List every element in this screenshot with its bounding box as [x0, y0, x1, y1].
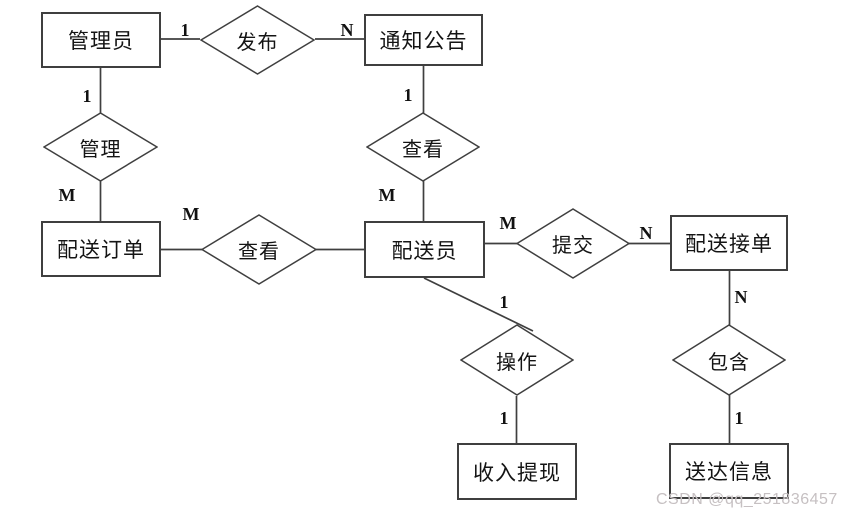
cardinality-label: 1	[180, 20, 190, 40]
entity-delivery-order: 配送订单	[41, 221, 161, 277]
relation-label: 管理	[79, 138, 122, 161]
cardinality-label: N	[340, 20, 354, 40]
cardinality-label: 1	[734, 408, 744, 428]
entity-courier: 配送员	[364, 221, 485, 278]
relation-view-order: 查看	[201, 214, 317, 285]
csdn-watermark: CSDN @qq_251836457	[656, 491, 838, 508]
diamond-shape	[201, 214, 317, 285]
cardinality-label: M	[58, 185, 76, 205]
cardinality-label: N	[734, 287, 748, 307]
relation-label: 操作	[496, 351, 538, 374]
cardinality-label: 1	[82, 86, 92, 106]
entity-notice: 通知公告	[364, 14, 483, 66]
cardinality-label: 1	[403, 85, 413, 105]
diamond-shape	[460, 324, 574, 396]
relation-label: 包含	[708, 351, 750, 374]
relation-submit: 提交	[516, 208, 630, 279]
cardinality-label: N	[639, 223, 653, 243]
diamond-shape	[516, 208, 630, 279]
relation-manage: 管理	[43, 112, 158, 182]
relation-operate: 操作	[460, 324, 574, 396]
diamond-shape	[200, 5, 315, 75]
relation-label: 提交	[552, 235, 594, 257]
relation-label: 查看	[238, 241, 280, 263]
cardinality-label: M	[499, 213, 517, 233]
relation-label: 发布	[236, 31, 279, 54]
cardinality-label: 1	[499, 408, 509, 428]
cardinality-label: M	[378, 185, 396, 205]
cardinality-label: M	[182, 204, 200, 224]
cardinality-label: 1	[499, 292, 509, 312]
entity-delivery-info: 送达信息	[669, 443, 789, 499]
relation-view-notice: 查看	[366, 112, 480, 182]
relation-label: 查看	[402, 138, 444, 161]
entity-income-withdraw: 收入提现	[457, 443, 577, 500]
entity-delivery-accept: 配送接单	[670, 215, 788, 271]
relation-publish: 发布	[200, 5, 315, 75]
relation-contain: 包含	[672, 324, 786, 396]
entity-admin: 管理员	[41, 12, 161, 68]
